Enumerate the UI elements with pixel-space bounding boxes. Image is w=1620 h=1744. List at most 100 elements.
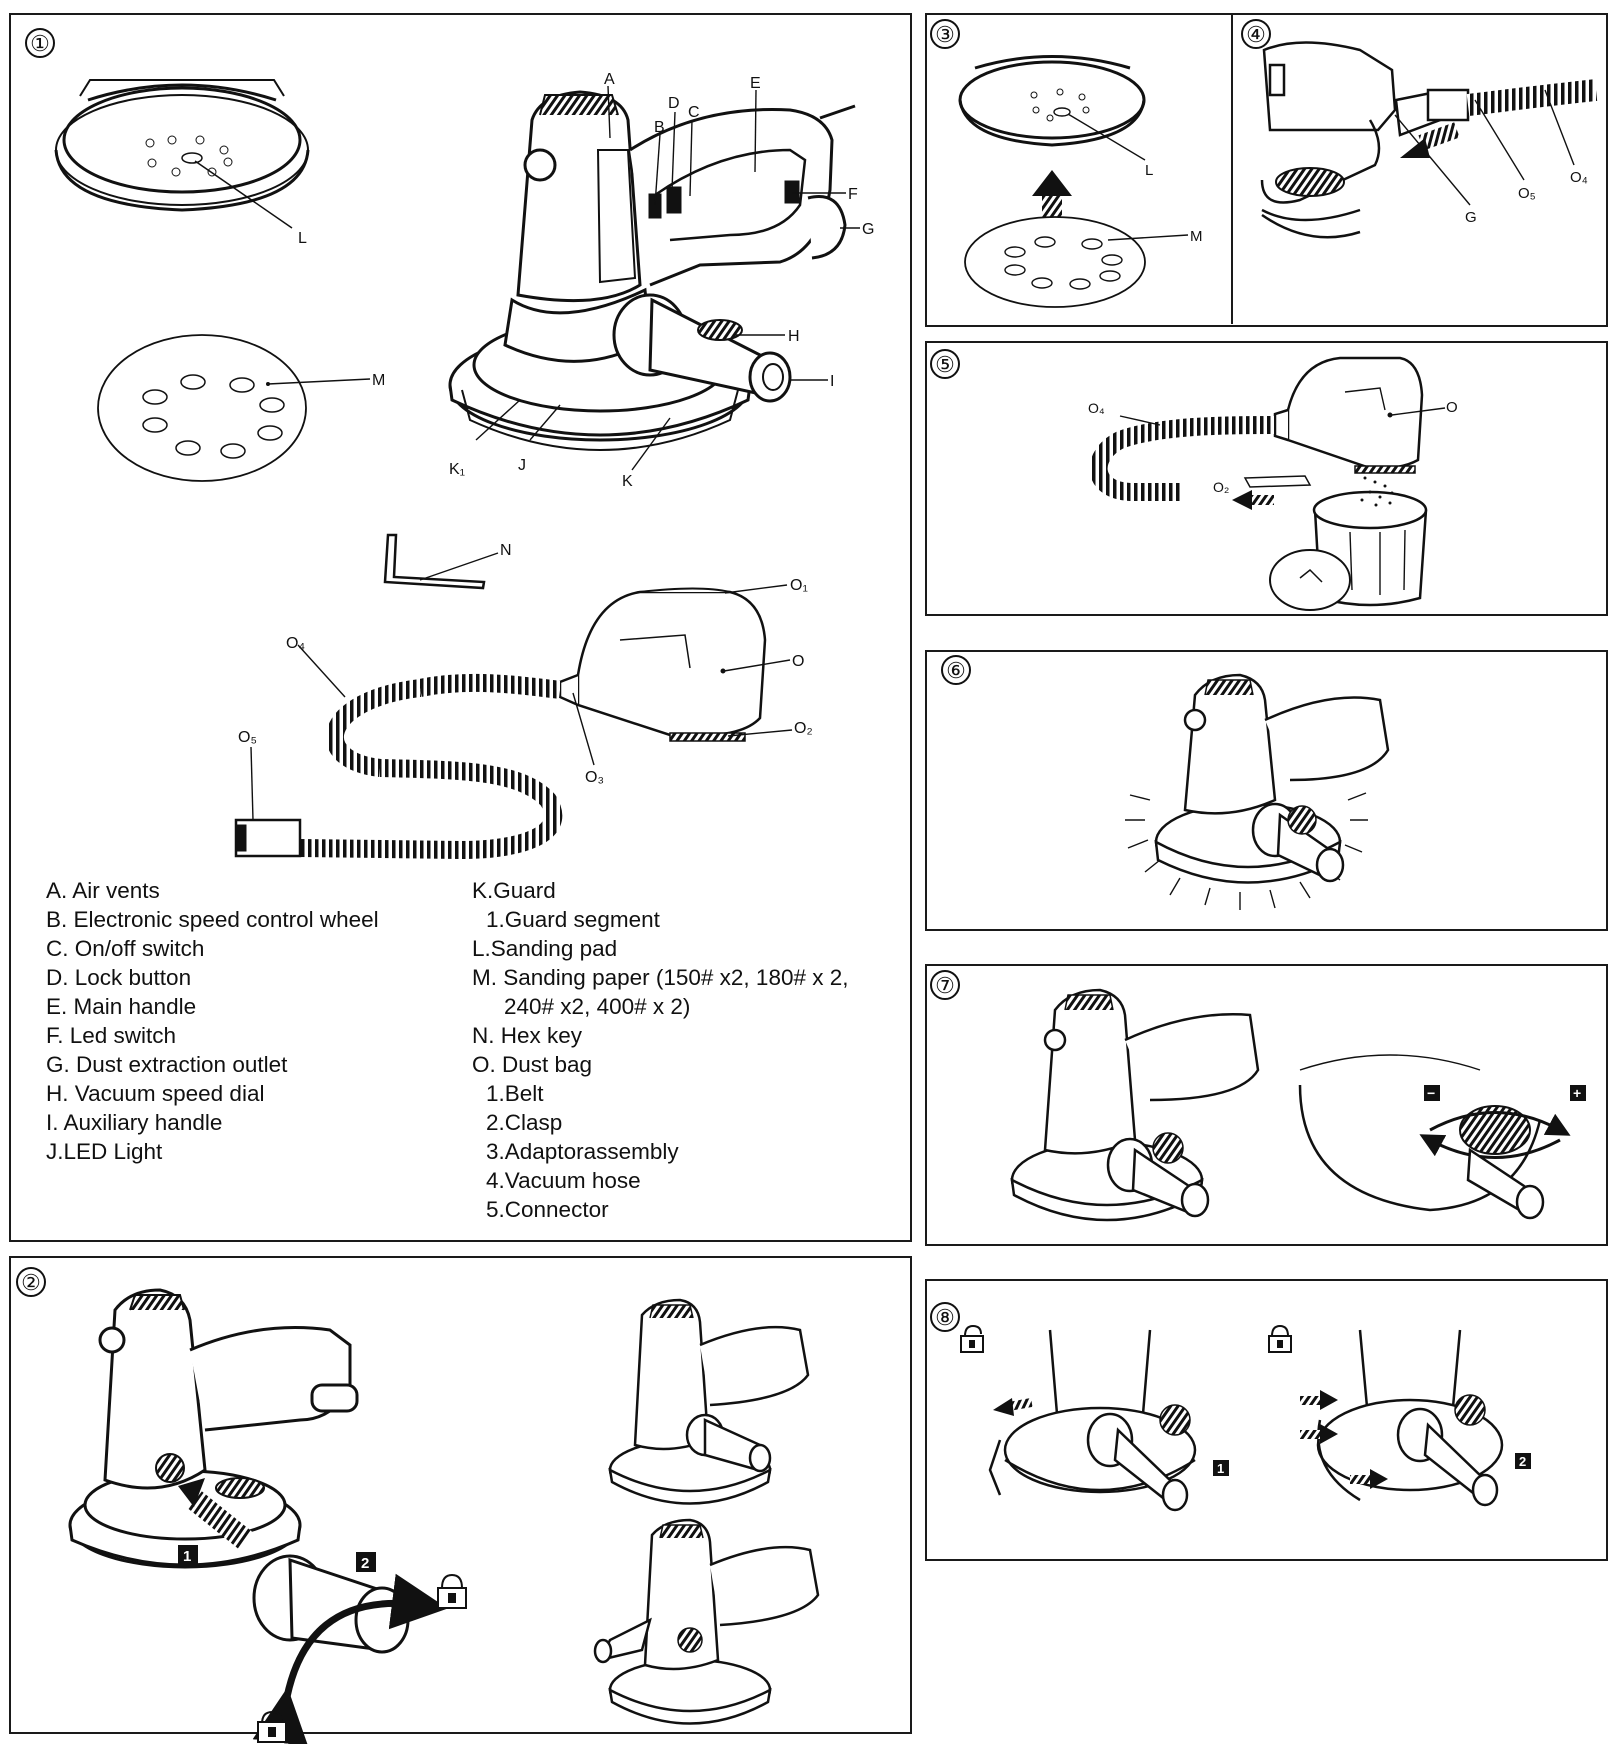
panel3-sanding-pad <box>958 55 1146 161</box>
panel5-dust-particles <box>1360 476 1394 507</box>
callout-A: A <box>604 71 615 88</box>
legend-item: M. Sanding paper (150# x2, 180# x 2, <box>472 965 849 990</box>
hex-key-illustration <box>383 533 499 590</box>
panel8-step-1-badge <box>1213 1460 1229 1476</box>
legend-item: 5.Connector <box>486 1197 609 1222</box>
dust-bag-illustration <box>234 587 767 860</box>
legend-item: I. Auxiliary handle <box>46 1110 223 1135</box>
callout-K: K <box>622 473 633 490</box>
callout-B: B <box>654 119 665 136</box>
panel2-sander-small-top <box>608 1298 810 1505</box>
panel8-step-2-badge <box>1515 1453 1531 1469</box>
legend-item: L.Sanding pad <box>472 936 618 961</box>
panel-number-7: ⑦ <box>930 970 960 1000</box>
legend-item: B. Electronic speed control wheel <box>46 907 379 932</box>
dust-bag-leader-lines <box>250 584 793 821</box>
legend-item: N. Hex key <box>472 1023 583 1048</box>
legend-item: K.Guard <box>472 878 556 903</box>
panel8-guard-attach <box>1316 1329 1504 1507</box>
callout-O2-panel5: O₂ <box>1213 479 1229 495</box>
callout-M-panel3: M <box>1190 228 1203 245</box>
panel4-hose-attach <box>1260 41 1598 239</box>
panel4-leader-lines <box>1394 89 1575 206</box>
callout-H: H <box>788 328 800 345</box>
callout-O5-panel4: O₅ <box>1518 185 1536 202</box>
panel8-guard-remove <box>988 1329 1197 1512</box>
panel2-sander-large <box>68 1288 359 1569</box>
callout-O2: O₂ <box>794 720 813 737</box>
callout-L: L <box>298 230 307 247</box>
step-2-badge <box>356 1552 376 1572</box>
legend-item: 2.Clasp <box>486 1110 563 1135</box>
panel8-arrows <box>993 1390 1388 1489</box>
panel5-empty-bag <box>1089 356 1446 611</box>
unlock-icon-panel8 <box>960 1324 984 1353</box>
legend-item: 3.Adaptorassembly <box>486 1139 679 1164</box>
legend-item: F. Led switch <box>46 1023 177 1048</box>
panel6-sander-led <box>1125 673 1390 910</box>
callout-D: D <box>668 95 680 112</box>
panel-number-3: ③ <box>930 19 960 49</box>
callout-O: O <box>792 653 804 670</box>
legend-item: 4.Vacuum hose <box>486 1168 641 1193</box>
panel-number-8: ⑧ <box>930 1302 960 1332</box>
callout-I: I <box>830 373 834 390</box>
panel7-sander <box>1010 988 1260 1222</box>
panel4-push-arrow <box>1400 122 1460 158</box>
legend-item: D. Lock button <box>46 965 192 990</box>
callout-G-panel4: G <box>1465 209 1477 226</box>
unlock-icon <box>257 1710 287 1743</box>
legend-item: C. On/off switch <box>46 936 205 961</box>
lock-icon <box>437 1573 467 1609</box>
callout-L-panel3: L <box>1145 162 1153 179</box>
panel2-handle-rotation <box>252 1554 448 1744</box>
panel-3-4-divider <box>1231 14 1233 324</box>
sanding-paper-illustration <box>97 334 371 482</box>
callout-O4: O₄ <box>286 635 305 652</box>
legend-item: 1.Guard segment <box>486 907 660 932</box>
legend-item: 1.Belt <box>486 1081 544 1106</box>
panel5-clasp-arrow <box>1232 490 1274 510</box>
callout-E: E <box>750 75 761 92</box>
legend-item: 240# x2, 400# x 2) <box>504 994 691 1019</box>
panel-number-6: ⑥ <box>941 655 971 685</box>
panel8-step-2-label: 2 <box>1519 1454 1526 1469</box>
callout-C: C <box>688 104 700 121</box>
sander-main-illustration <box>448 90 856 451</box>
legend-item: A. Air vents <box>46 878 160 903</box>
legend-item: O. Dust bag <box>472 1052 593 1077</box>
step-1-badge <box>178 1545 198 1565</box>
panel-number-4: ④ <box>1241 19 1271 49</box>
callout-O4-panel5: O₄ <box>1088 400 1105 416</box>
panel7-dial-closeup <box>1298 1054 1571 1220</box>
panel3-sanding-paper <box>964 216 1189 308</box>
panel-number-2: ② <box>16 1267 46 1297</box>
sanding-pad-illustration <box>54 79 310 229</box>
sander-leader-lines <box>475 85 860 471</box>
minus-badge <box>1424 1085 1440 1101</box>
legend-item: G. Dust extraction outlet <box>46 1052 288 1077</box>
panel-number-1: ① <box>25 28 55 58</box>
callout-N: N <box>500 542 512 559</box>
callout-O4-panel4: O₄ <box>1570 169 1588 186</box>
callout-F: F <box>848 186 858 203</box>
legend-item: E. Main handle <box>46 994 197 1019</box>
plus-badge <box>1570 1085 1586 1101</box>
panel2-insert-arrow <box>178 1478 252 1549</box>
callout-O-panel5: O <box>1446 399 1458 416</box>
callout-O3: O₃ <box>585 769 604 786</box>
callout-K1: K₁ <box>449 461 465 478</box>
lock-icon-panel8 <box>1268 1324 1292 1353</box>
parts-legend-left: A. Air vents B. Electronic speed control … <box>46 876 379 1166</box>
callout-M: M <box>372 372 385 389</box>
minus-label: − <box>1427 1085 1435 1101</box>
panel2-sander-small-bottom <box>593 1518 820 1725</box>
callout-G: G <box>862 221 874 238</box>
callout-O5: O₅ <box>238 729 257 746</box>
step-1-label: 1 <box>183 1548 191 1565</box>
callout-J: J <box>518 457 526 474</box>
step-2-label: 2 <box>361 1555 369 1572</box>
panel-number-5: ⑤ <box>930 349 960 379</box>
